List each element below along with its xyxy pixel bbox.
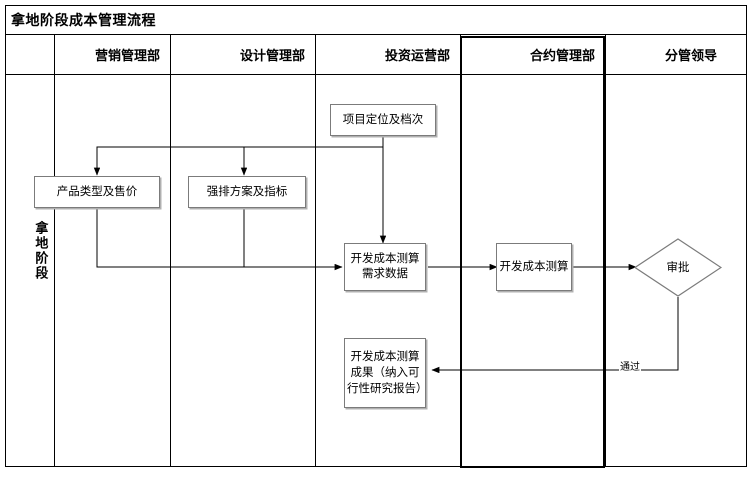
diagram-title-row: 拿地阶段成本管理流程 — [5, 5, 747, 35]
lane-header-design: 设计管理部 — [239, 48, 305, 63]
stage-label: 拿地阶段 — [33, 220, 49, 281]
node-project-positioning[interactable]: 项目定位及档次 — [330, 104, 436, 136]
edge-label-approved: 通过 — [619, 362, 641, 373]
lane-separator-1 — [170, 35, 171, 466]
node-cost-estimate-requirements[interactable]: 开发成本测算需求数据 — [344, 243, 426, 291]
node-label: 开发成本测算需求数据 — [350, 253, 420, 280]
node-label: 项目定位及档次 — [342, 113, 424, 126]
page-title: 拿地阶段成本管理流程 — [11, 11, 156, 28]
node-label: 强排方案及指标 — [206, 185, 288, 198]
node-label: 开发成本测算成果（纳入可行性研究报告） — [347, 351, 428, 395]
lane-header-row: 营销管理部 设计管理部 投资运营部 合约管理部 分管领导 — [5, 35, 747, 74]
lane-header-leader: 分管领导 — [664, 48, 717, 63]
diamond-shape — [634, 238, 722, 297]
lane-separator-4 — [605, 35, 606, 466]
node-layout-scheme-metrics[interactable]: 强排方案及指标 — [188, 176, 306, 208]
lane-separator-2 — [315, 35, 316, 466]
node-approval-decision[interactable]: 审批 — [634, 238, 722, 297]
lane-header-contract: 合约管理部 — [529, 48, 595, 63]
diagram-frame — [5, 5, 747, 467]
node-label: 开发成本测算 — [499, 260, 569, 273]
node-product-type-price[interactable]: 产品类型及售价 — [34, 176, 160, 208]
lane-header-marketing: 营销管理部 — [94, 48, 160, 63]
header-bottom-rule — [5, 74, 747, 75]
node-development-cost-estimate[interactable]: 开发成本测算 — [496, 243, 572, 291]
node-label: 产品类型及售价 — [56, 185, 138, 198]
node-cost-estimate-result[interactable]: 开发成本测算成果（纳入可行性研究报告） — [344, 338, 428, 408]
lane-separator-3 — [460, 35, 461, 466]
stage-column: 拿地阶段 — [27, 35, 55, 466]
lane-header-investment: 投资运营部 — [384, 48, 450, 63]
node-label: 审批 — [666, 261, 690, 274]
